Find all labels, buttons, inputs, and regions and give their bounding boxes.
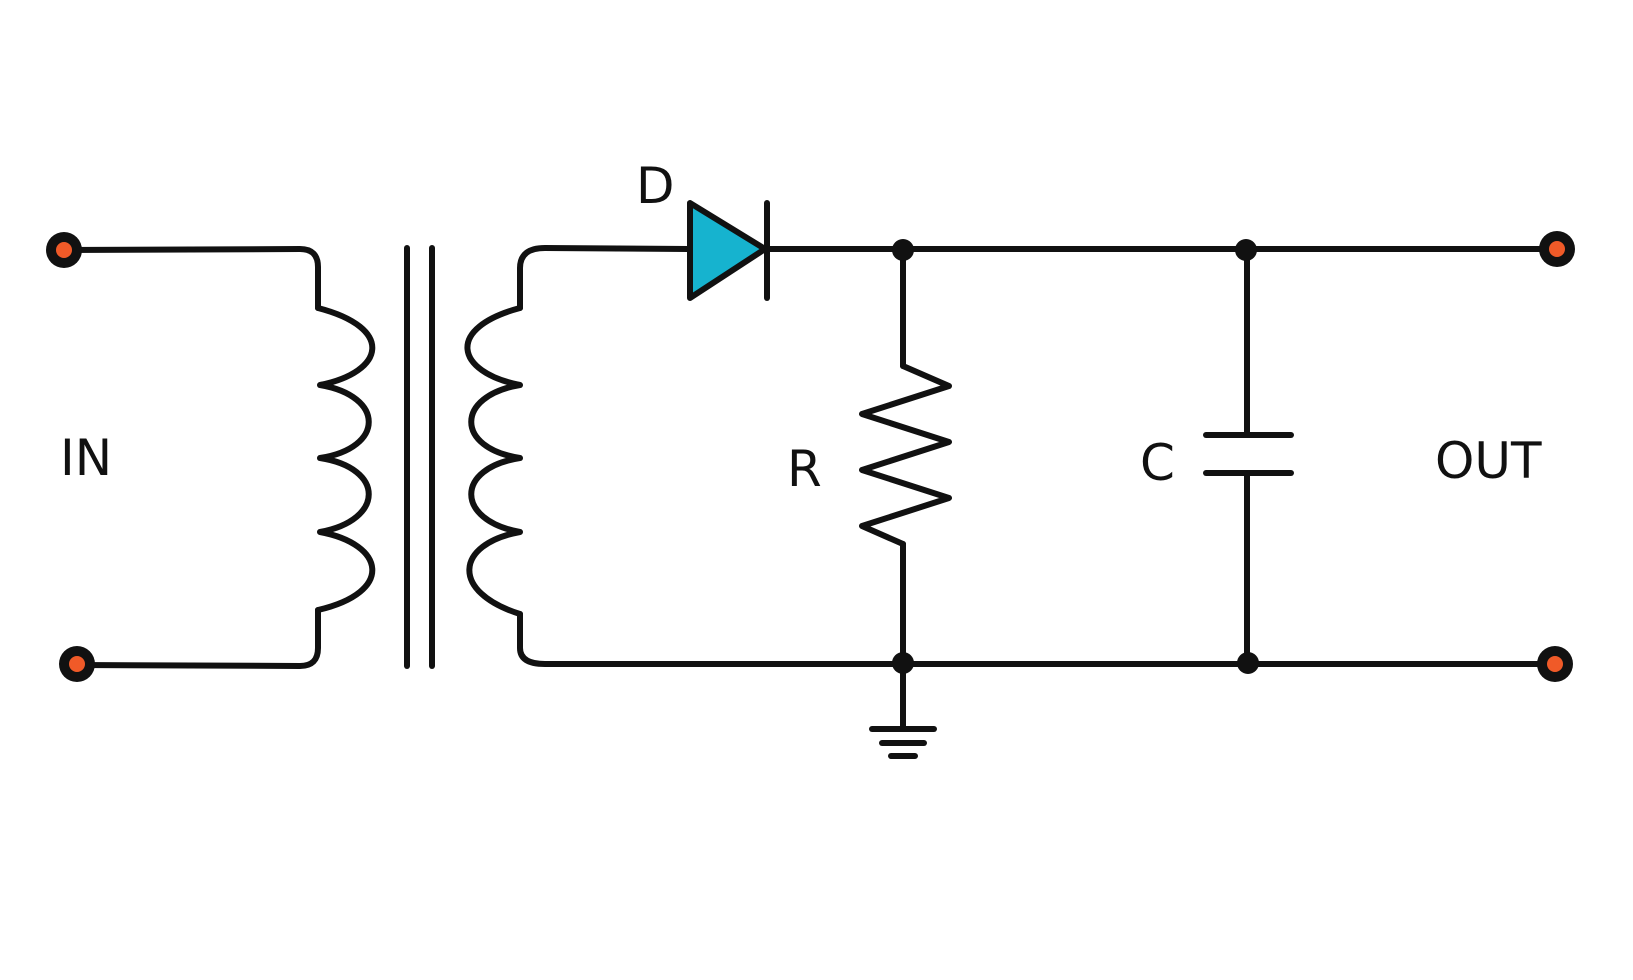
primary-coil bbox=[315, 305, 376, 613]
label-resistor: R bbox=[787, 440, 822, 498]
input-top-wire bbox=[61, 246, 321, 311]
secondary-top-wire bbox=[517, 245, 691, 311]
input-terminal-bottom bbox=[59, 646, 95, 682]
secondary-bottom-wire bbox=[517, 611, 906, 667]
junction-node bbox=[1237, 652, 1259, 674]
output-terminal-top bbox=[1539, 231, 1575, 267]
transformer-core bbox=[404, 245, 435, 669]
output-terminal-bottom bbox=[1537, 646, 1573, 682]
label-output: OUT bbox=[1435, 432, 1542, 490]
secondary-coil bbox=[464, 305, 523, 617]
primary-circuit bbox=[61, 246, 376, 669]
capacitor bbox=[1203, 246, 1294, 667]
label-capacitor: C bbox=[1140, 434, 1175, 492]
input-bottom-wire bbox=[74, 607, 321, 669]
terminals bbox=[46, 231, 1575, 682]
junction-node bbox=[892, 239, 914, 261]
junction-nodes bbox=[892, 239, 1259, 674]
ground-symbol bbox=[869, 661, 937, 759]
label-diode: D bbox=[636, 157, 675, 215]
resistor-zigzag bbox=[859, 363, 952, 547]
secondary-circuit bbox=[464, 245, 906, 667]
input-terminal-top bbox=[46, 232, 82, 268]
diode-triangle bbox=[687, 200, 768, 301]
label-input: IN bbox=[60, 429, 112, 487]
junction-node bbox=[892, 652, 914, 674]
junction-node bbox=[1235, 239, 1257, 261]
diode bbox=[687, 200, 906, 301]
resistor bbox=[859, 246, 952, 667]
